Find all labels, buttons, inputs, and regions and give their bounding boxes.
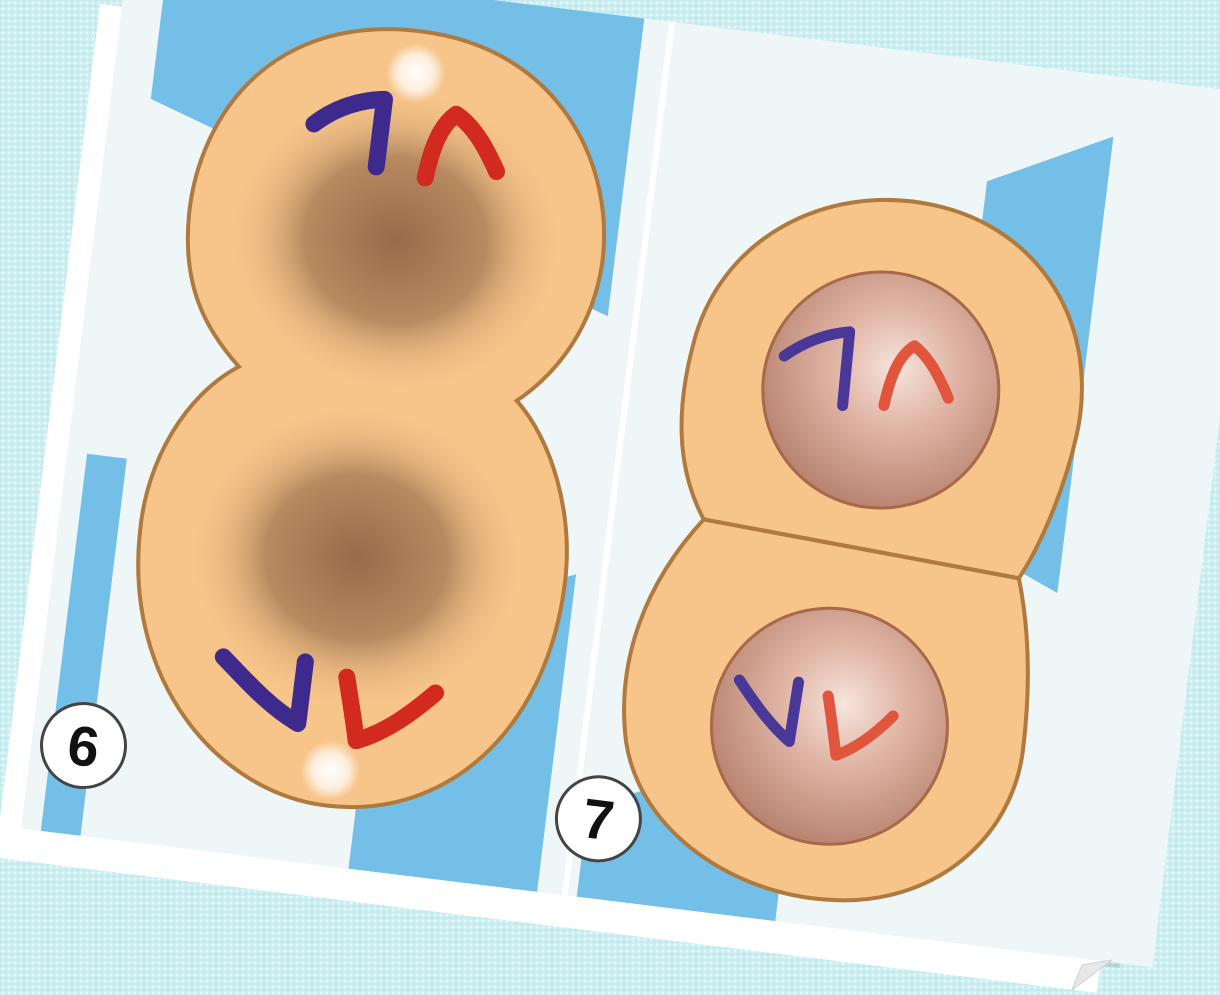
photo: 6 7	[21, 0, 1220, 967]
